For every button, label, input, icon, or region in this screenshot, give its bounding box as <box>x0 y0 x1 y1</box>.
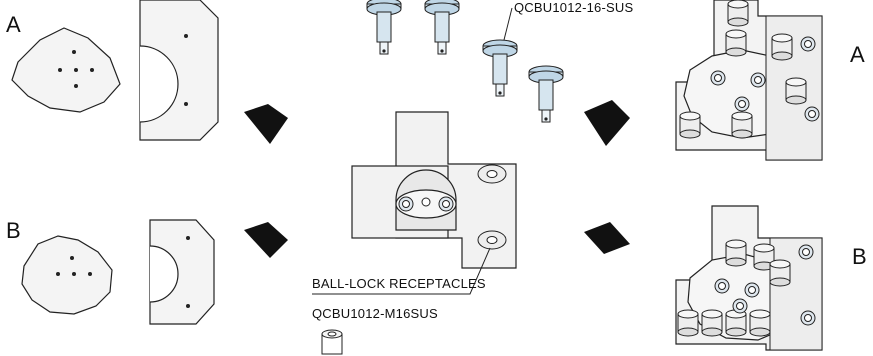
receptacle-leader-line <box>312 247 491 295</box>
star-wheel-a <box>11 27 121 113</box>
shaft-part-number: QCBU1012-16-SUS <box>514 0 634 15</box>
receptacles-title: BALL-LOCK RECEPTACLES <box>312 276 486 291</box>
star-wheel-b <box>21 235 113 315</box>
assembly-b <box>675 205 823 351</box>
variant-b-label-left: B <box>6 218 21 243</box>
arrow-right-down-b <box>584 222 630 254</box>
shaft-leader-line <box>503 7 513 41</box>
receptacle-part <box>321 329 343 355</box>
guide-plate-a <box>139 0 219 141</box>
variant-a-label-right: A <box>850 42 865 67</box>
guide-plate-b <box>149 219 215 325</box>
shaft-parts <box>366 0 564 123</box>
arrow-right-up-b <box>244 222 288 258</box>
variant-b-label-right: B <box>852 244 867 269</box>
arrow-right-up-a <box>584 100 630 146</box>
variant-a-label-left: A <box>6 12 21 37</box>
arrow-right-down-a <box>244 104 288 144</box>
receptacle-part-number: QCBU1012-M16SUS <box>312 306 438 321</box>
center-fixture <box>351 111 517 269</box>
assembly-a <box>675 0 823 161</box>
